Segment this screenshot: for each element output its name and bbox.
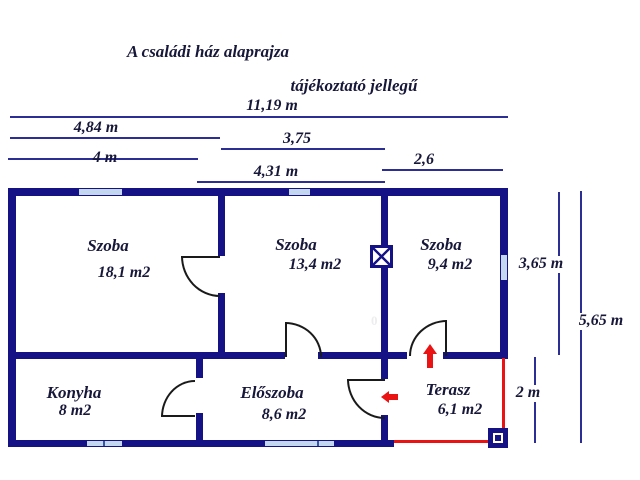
door-swing-room1 [181,256,220,297]
room-name-szoba1: Szoba [87,236,129,255]
dim-label-hall-width: 4,31 m [253,163,299,180]
wall-room2-room3 [381,196,388,379]
dim-line-kitchen-width [8,158,198,160]
room-name-eloszoba: Előszoba [240,383,304,402]
dim-line-left-width [10,137,220,139]
watermark-text: 0 [371,313,378,328]
window-marker [265,441,334,446]
dim-label-room-depth: 3,65 m [515,255,567,273]
page-title: A családi ház alaprajza [126,42,290,61]
entrance-left-arrow-icon [381,391,389,403]
dim-label-left-width: 4,84 m [73,119,119,136]
dim-label-total-depth: 5,65 m [575,312,627,330]
window-marker [79,189,122,195]
dim-line-hall-width [197,181,385,183]
room-name-konyha: Konyha [46,383,102,402]
terrace-edge-bottom [394,440,505,443]
dim-label-mid-width: 3,75 [283,130,311,147]
dim-line-right-width [382,169,503,171]
chimney-icon [370,245,393,268]
wall-terrace-top [443,352,508,359]
dim-label-kitchen-width: 4 m [92,149,118,166]
window-mullion [317,441,319,446]
window-mullion [103,441,105,446]
dim-label-terrace-depth: 2 m [512,384,544,402]
page-subtitle: tájékoztató jellegű [290,76,418,95]
wall-kitchen-hall [196,359,203,378]
wall-room1-room2 [218,293,225,359]
dim-line-room-depth [558,192,560,355]
wall-left [8,188,16,447]
room-area-szoba2: 13,4 m2 [288,256,342,273]
room-name-szoba3: Szoba [420,235,462,254]
dim-line-total-width [10,116,508,118]
room-name-terasz: Terasz [425,380,471,399]
door-swing-room2-hall [285,322,322,357]
dim-label-total-width: 11,19 m [246,97,298,114]
wall-mid-segment [318,352,407,359]
entrance-left-arrow-stem [389,394,398,400]
wall-hall-terrace [381,415,388,447]
door-swing-hall-terrace [347,379,385,419]
column-dot [495,435,501,441]
wall-mid-segment [8,352,285,359]
room-area-szoba3: 9,4 m2 [427,256,473,273]
dim-label-right-width: 2,6 [414,151,434,168]
wall-kitchen-hall [196,413,203,447]
window-marker [501,255,507,280]
wall-top [8,188,508,196]
room-area-szoba1: 18,1 m2 [97,264,151,281]
entrance-up-arrow-stem [427,354,433,368]
room-area-terasz: 6,1 m2 [437,401,483,418]
room-area-konyha: 8 m2 [58,402,92,419]
dim-line-mid-width [221,148,385,150]
room-name-szoba2: Szoba [275,235,317,254]
entrance-up-arrow-icon [423,344,437,354]
terrace-edge-right [502,358,505,441]
window-marker [289,189,310,195]
door-swing-kitchen-hall [161,380,195,417]
column-marker [488,428,508,448]
wall-room1-room2 [218,196,225,256]
room-area-eloszoba: 8,6 m2 [261,406,307,423]
